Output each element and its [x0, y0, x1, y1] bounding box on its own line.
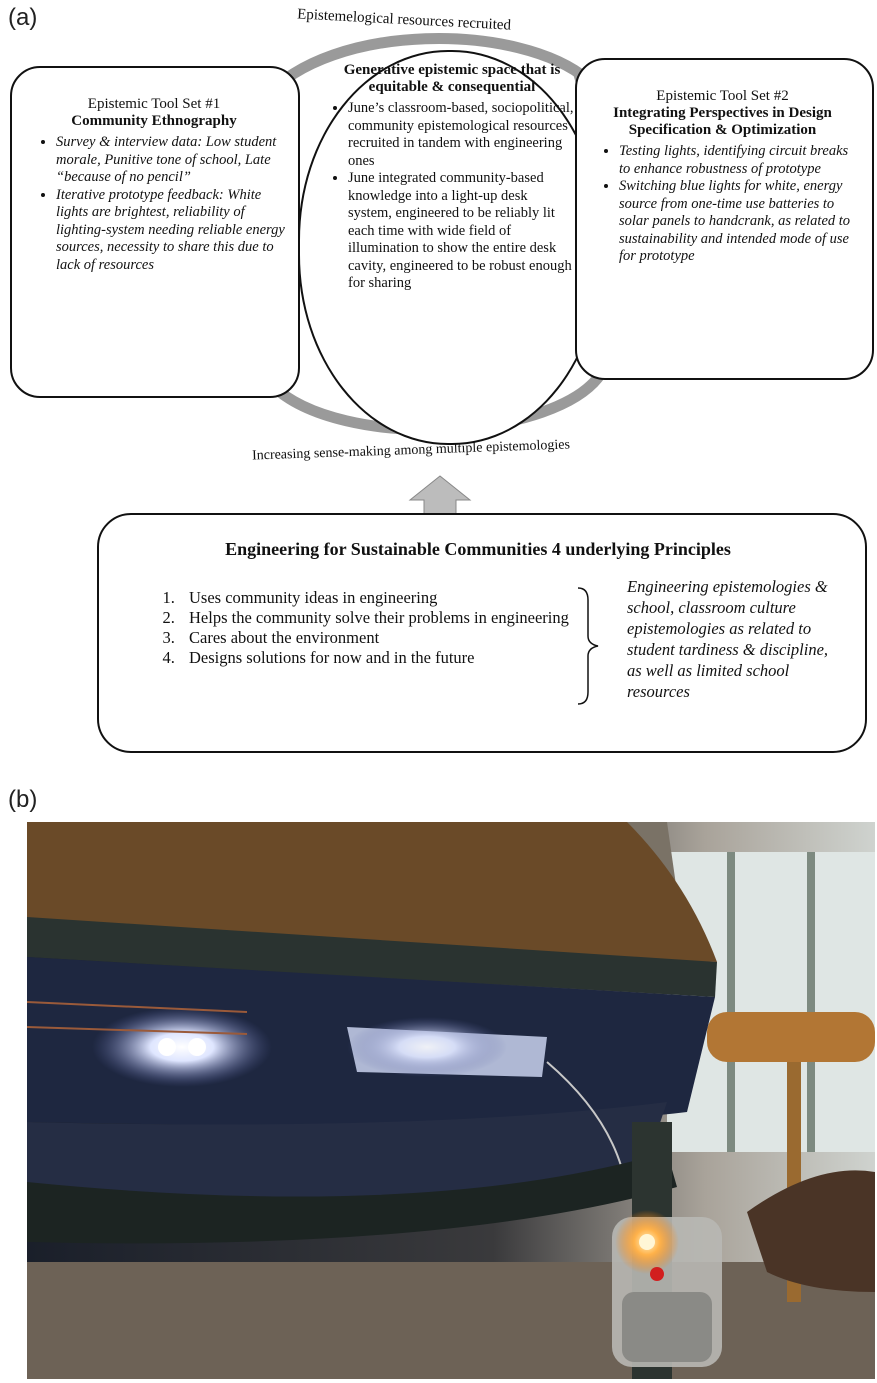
- tool-set-2-bullet: Testing lights, identifying circuit brea…: [619, 143, 862, 178]
- tool-set-2-header: Epistemic Tool Set #2: [656, 88, 789, 104]
- chair-back: [707, 1012, 875, 1062]
- principle-item: Uses community ideas in engineering: [179, 588, 589, 608]
- principles-title: Engineering for Sustainable Communities …: [225, 539, 731, 559]
- floor: [27, 1262, 875, 1379]
- top-arc-arrow: [260, 33, 592, 102]
- tool-set-1-bullet: Survey & interview data: Low student mor…: [56, 134, 288, 187]
- led-light: [158, 1038, 176, 1056]
- principles-note: Engineering epistemologies & school, cla…: [627, 577, 829, 701]
- wire: [27, 1001, 248, 1013]
- person-arm: [747, 1170, 875, 1292]
- panel-a-label: (a): [8, 4, 38, 31]
- tool-set-1-title: Community Ethnography: [71, 113, 237, 129]
- desk-edge: [27, 917, 717, 997]
- window-frame: [727, 852, 735, 1152]
- device-wrap: [622, 1292, 712, 1362]
- tool-set-1-bullet: Iterative prototype feedback: White ligh…: [56, 187, 288, 275]
- generative-space-box: Generative epistemic space that is equit…: [298, 50, 602, 445]
- brace-icon: [577, 587, 599, 705]
- led-light: [188, 1038, 206, 1056]
- light-glow: [347, 1017, 507, 1077]
- red-indicator: [650, 1267, 664, 1281]
- handcrank-led: [639, 1234, 655, 1250]
- tool-set-2-box: Epistemic Tool Set #2 Integrating Perspe…: [575, 58, 874, 380]
- tool-set-2-bullet: Switching blue lights for white, energy …: [619, 178, 862, 266]
- window-frame: [807, 852, 815, 1152]
- generative-space-title: Generative epistemic space that is equit…: [343, 62, 561, 95]
- principle-item: Helps the community solve their problems…: [179, 608, 589, 628]
- desk-top: [27, 822, 717, 962]
- principle-item: Cares about the environment: [179, 628, 589, 648]
- wire: [27, 1026, 248, 1035]
- generative-space-bullet: June integrated community-based knowledg…: [348, 170, 574, 293]
- desk-rim: [27, 1152, 677, 1244]
- tool-set-1-box: Epistemic Tool Set #1 Community Ethnogra…: [10, 66, 300, 398]
- tool-set-1-header: Epistemic Tool Set #1: [87, 96, 221, 112]
- principle-item: Designs solutions for now and in the fut…: [179, 648, 589, 668]
- desk-prototype-photo: [27, 822, 875, 1379]
- up-arrow: [408, 475, 472, 520]
- principles-box: Engineering for Sustainable Communities …: [97, 513, 867, 753]
- generative-space-bullet: June’s classroom-based, sociopolitical, …: [348, 100, 574, 170]
- tool-set-2-title: Integrating Perspectives in Design Speci…: [613, 105, 832, 138]
- light-glow: [92, 1007, 272, 1087]
- panel-b-label: (b): [8, 786, 38, 813]
